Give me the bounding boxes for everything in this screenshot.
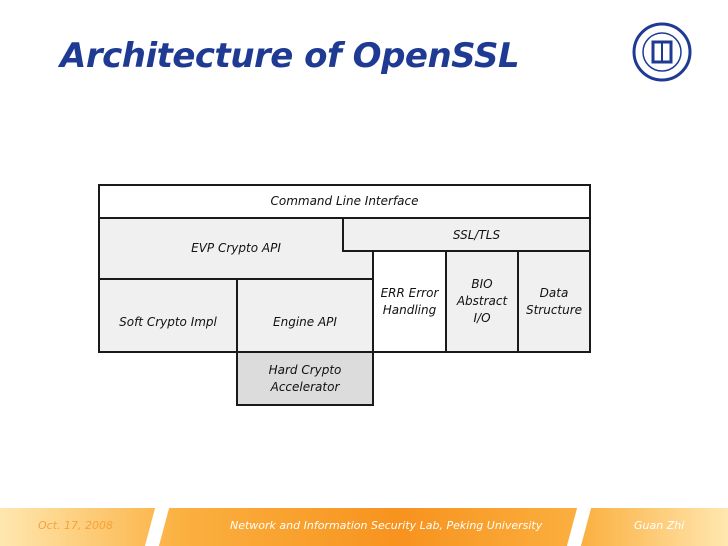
footer-author: Guan Zhi [634,519,685,532]
evp-label: EVP Crypto API [191,241,281,255]
command-line-label: Command Line Interface [270,194,419,208]
data-label-line1: Data [539,285,569,300]
soft-crypto-impl-box: Soft Crypto Impl [98,278,238,353]
bio-label-line1: BIO [471,277,493,291]
soft-crypto-label: Soft Crypto Impl [119,315,217,329]
hard-crypto-label-line2: Accelerator [270,379,340,394]
engine-api-label: Engine API [273,315,337,329]
command-line-interface-box: Command Line Interface [98,184,591,219]
data-structure-box: Data Structure [517,250,591,353]
bio-label-line3: I/O [473,311,491,325]
footer-date: Oct. 17, 2008 [38,519,113,532]
openssl-architecture-diagram: Command Line Interface EVP Crypto API SS… [98,184,591,406]
bio-label-line2: Abstract [456,294,508,308]
hard-crypto-accelerator-box: Hard Crypto Accelerator [236,351,374,406]
footer-bar [0,508,728,546]
err-label-line2: Handling [382,302,437,317]
bio-abstract-io-box: BIO Abstract I/O [445,250,519,353]
err-label-line1: ERR Error [380,285,439,300]
footer-lab: Network and Information Security Lab, Pe… [230,519,543,532]
evp-crypto-api-box: EVP Crypto API [98,217,374,280]
ssl-tls-box: SSL/TLS [342,217,591,252]
data-label-line2: Structure [525,302,583,317]
hard-crypto-label-line1: Hard Crypto [268,362,342,377]
engine-api-box: Engine API [236,278,374,353]
ssl-tls-label: SSL/TLS [452,228,501,242]
peking-university-seal-icon [632,22,692,82]
slide-title: Architecture of OpenSSL [60,36,520,76]
err-error-handling-box: ERR Error Handling [372,250,447,353]
